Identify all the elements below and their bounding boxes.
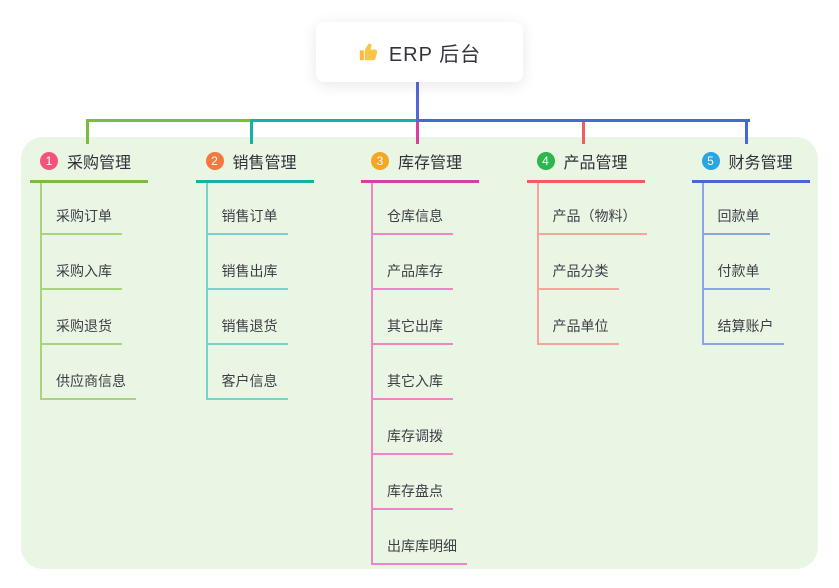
branch-label: 库存管理: [398, 155, 463, 172]
connector-line: [417, 119, 750, 122]
child-node[interactable]: 其它入库: [373, 345, 479, 400]
child-node[interactable]: 产品分类: [538, 235, 645, 290]
branch-label: 产品管理: [563, 155, 628, 172]
connector-line: [251, 119, 421, 122]
branch-children: 回款单付款单结算账户: [701, 183, 810, 345]
child-node-label: 出库库明细: [373, 536, 467, 565]
child-node[interactable]: 采购订单: [42, 183, 148, 235]
child-node-label: 采购入库: [42, 261, 122, 290]
branches-panel-background: [21, 137, 818, 569]
child-node[interactable]: 供应商信息: [42, 345, 148, 400]
child-node[interactable]: 销售退货: [207, 290, 314, 345]
child-node[interactable]: 库存盘点: [373, 455, 479, 510]
child-node-label: 付款单: [703, 261, 770, 290]
child-node[interactable]: 产品（物料）: [538, 183, 647, 235]
connector-line: [86, 119, 89, 144]
child-node[interactable]: 回款单: [703, 183, 810, 235]
connector-line: [581, 119, 585, 144]
root-node[interactable]: ERP 后台: [316, 22, 523, 82]
child-node[interactable]: 销售出库: [207, 235, 314, 290]
branch: 4 产品管理 产品（物料） 产品分类产品单位: [526, 145, 647, 345]
child-node-label: 销售出库: [207, 261, 288, 290]
branch-number-badge: 3: [371, 152, 389, 170]
child-node[interactable]: 产品单位: [538, 290, 645, 345]
child-node-label: 销售退货: [207, 316, 288, 345]
root-title: ERP 后台: [388, 43, 482, 66]
branch: 3 库存管理 仓库信息产品库存其它出库其它入库库存调拨库存盘点出库库明细: [361, 145, 479, 565]
branch-number-badge: 1: [40, 152, 58, 170]
branch-children: 产品（物料） 产品分类产品单位: [536, 183, 647, 345]
branch-children: 仓库信息产品库存其它出库其它入库库存调拨库存盘点出库库明细: [371, 183, 479, 565]
branch-label: 采购管理: [67, 155, 132, 172]
child-node-label: 采购订单: [42, 206, 122, 235]
child-node-label: 库存调拨: [373, 426, 453, 455]
branch: 2 销售管理 销售订单销售出库销售退货客户信息: [195, 145, 314, 400]
branch-label: 财务管理: [728, 155, 793, 172]
connector-line: [416, 119, 419, 144]
child-node[interactable]: 仓库信息: [373, 183, 479, 235]
child-node-label: 其它出库: [373, 316, 453, 345]
child-node-label: 结算账户: [703, 316, 784, 345]
branch-header[interactable]: 4 产品管理: [526, 145, 645, 183]
branch-number-badge: 4: [536, 152, 555, 170]
thumbs-up-icon: [358, 41, 380, 63]
child-node[interactable]: 结算账户: [703, 290, 810, 345]
connector-line: [250, 119, 253, 144]
branch-number-badge: 5: [701, 152, 720, 170]
child-node-label: 采购退货: [42, 316, 122, 345]
child-node[interactable]: 其它出库: [373, 290, 479, 345]
child-node[interactable]: 采购退货: [42, 290, 148, 345]
branch-children: 采购订单采购入库采购退货供应商信息: [40, 183, 148, 400]
branch-header[interactable]: 2 销售管理: [195, 145, 314, 183]
connector-line: [745, 119, 748, 144]
child-node-label: 客户信息: [207, 371, 288, 400]
branch-label: 销售管理: [232, 155, 297, 172]
child-node-label: 产品分类: [538, 261, 619, 290]
child-node[interactable]: 销售订单: [207, 183, 314, 235]
branch-header[interactable]: 5 财务管理: [691, 145, 810, 183]
child-node-label: 仓库信息: [373, 206, 453, 235]
branch-header[interactable]: 3 库存管理: [361, 145, 479, 183]
child-node-label: 库存盘点: [373, 481, 453, 510]
child-node[interactable]: 出库库明细: [373, 510, 479, 565]
child-node-label: 销售订单: [207, 206, 288, 235]
child-node[interactable]: 客户信息: [207, 345, 314, 400]
child-node[interactable]: 采购入库: [42, 235, 148, 290]
branch-number-badge: 2: [205, 152, 224, 170]
child-node-label: 其它入库: [373, 371, 453, 400]
branch-header[interactable]: 1 采购管理: [30, 145, 148, 183]
child-node-label: 产品（物料）: [538, 206, 647, 235]
child-node[interactable]: 库存调拨: [373, 400, 479, 455]
connector-line: [416, 82, 419, 122]
branch: 1 采购管理 采购订单采购入库采购退货供应商信息: [30, 145, 148, 400]
child-node[interactable]: 产品库存: [373, 235, 479, 290]
branch-children: 销售订单销售出库销售退货客户信息: [205, 183, 314, 400]
child-node-label: 产品单位: [538, 316, 619, 345]
branch: 5 财务管理 回款单付款单结算账户: [691, 145, 810, 345]
child-node-label: 供应商信息: [42, 371, 136, 400]
child-node-label: 产品库存: [373, 261, 453, 290]
child-node-label: 回款单: [703, 206, 770, 235]
child-node[interactable]: 付款单: [703, 235, 810, 290]
